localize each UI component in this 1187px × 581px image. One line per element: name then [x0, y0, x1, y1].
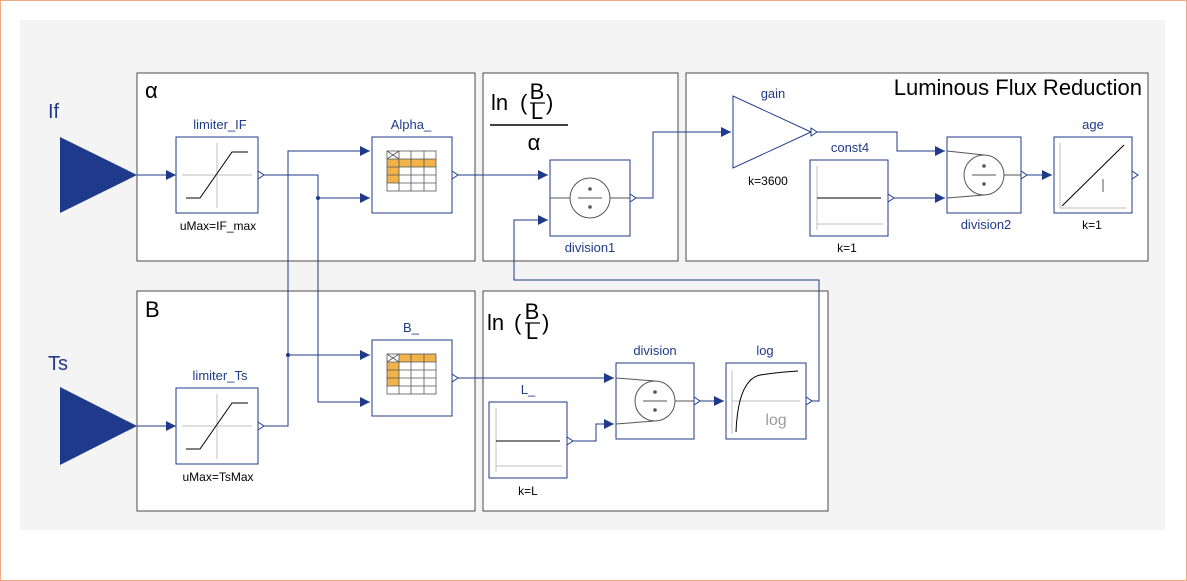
svg-text:If: If — [48, 101, 60, 123]
age-block[interactable]: age I k=1 — [1053, 117, 1139, 232]
age-param: k=1 — [1082, 218, 1102, 232]
svg-text:): ) — [542, 310, 549, 335]
svg-text:L_: L_ — [521, 382, 536, 397]
ln-bl-formula: ln ( B L ) — [487, 299, 549, 344]
svg-text:division1: division1 — [565, 240, 616, 255]
log-block[interactable]: log log — [725, 343, 813, 440]
ln-over-alpha-formula: ln ( B L ) α — [490, 79, 568, 155]
svg-text:age: age — [1082, 117, 1104, 132]
division2-block[interactable]: division2 — [946, 136, 1028, 232]
svg-text:B: B — [525, 299, 540, 324]
input-if: If — [48, 101, 137, 213]
svg-text:(: ( — [520, 90, 528, 115]
limiter-if-param: uMax=IF_max — [180, 219, 256, 233]
table-icon — [386, 150, 437, 192]
division1-block[interactable]: division1 — [549, 159, 637, 255]
connection-wires — [137, 127, 1052, 442]
limiter-if-block[interactable]: limiter_IF uMax=IF_max — [175, 117, 265, 233]
svg-text:Alpha_: Alpha_ — [391, 117, 432, 132]
b-group-label: B — [145, 297, 160, 322]
l-const-param: k=L — [518, 484, 538, 498]
svg-text:L: L — [531, 99, 543, 124]
alpha-group-label: α — [145, 78, 158, 103]
gain-block[interactable]: gain k=3600 — [732, 86, 818, 188]
l-const-block[interactable]: L_ k=L — [488, 382, 574, 498]
division-block[interactable]: division — [615, 343, 701, 440]
b-table-block[interactable]: B_ — [371, 320, 459, 417]
svg-text:division: division — [633, 343, 676, 358]
const4-block[interactable]: const4 k=1 — [809, 140, 895, 255]
flux-group-label: Luminous Flux Reduction — [894, 75, 1142, 100]
svg-text:ln: ln — [487, 310, 504, 335]
limiter-ts-block[interactable]: limiter_Ts uMax=TsMax — [175, 368, 265, 484]
svg-text:division2: division2 — [961, 217, 1012, 232]
svg-text:gain: gain — [761, 86, 786, 101]
svg-text:): ) — [546, 90, 553, 115]
svg-text:B_: B_ — [403, 320, 420, 335]
svg-text:ln: ln — [491, 90, 508, 115]
gain-param: k=3600 — [748, 174, 788, 188]
input-ts: Ts — [48, 353, 137, 465]
alpha-table-block[interactable]: Alpha_ — [371, 117, 459, 214]
svg-text:L: L — [526, 319, 538, 344]
svg-text:limiter_Ts: limiter_Ts — [193, 368, 248, 383]
svg-text:Ts: Ts — [48, 353, 68, 375]
svg-text:α: α — [528, 130, 541, 155]
limiter-ts-param: uMax=TsMax — [182, 470, 253, 484]
svg-text:(: ( — [514, 310, 522, 335]
svg-text:I: I — [1100, 176, 1105, 196]
svg-text:const4: const4 — [831, 140, 869, 155]
input-ts-triangle-icon — [60, 387, 137, 465]
svg-text:log: log — [765, 412, 786, 429]
svg-text:log: log — [756, 343, 773, 358]
svg-text:limiter_IF: limiter_IF — [193, 117, 247, 132]
input-if-triangle-icon — [60, 137, 137, 213]
svg-text:B: B — [530, 79, 545, 104]
table-icon — [386, 353, 437, 395]
const4-param: k=1 — [837, 241, 857, 255]
